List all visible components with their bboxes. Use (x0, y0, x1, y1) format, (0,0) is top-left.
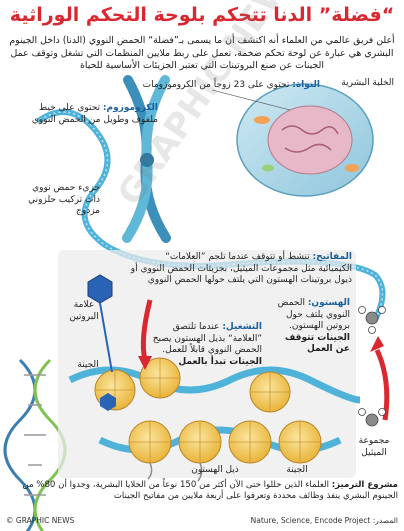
label-switches-head: المفاتيح: (312, 252, 353, 262)
label-methyl-group: مجموعة الميثيل (358, 436, 390, 458)
histone-tail (197, 462, 203, 482)
label-chromosome-head: الكروموزوم: (102, 103, 158, 113)
histone (178, 420, 222, 464)
methyl-group-icon (358, 306, 386, 427)
label-switch-on-text: عندما تلتصق ”العلامة“ بذيل الهستون يصبح … (152, 322, 262, 355)
label-dna-molecule: جزيء حمض نووي ذات تركيب حلزوني مزدوج (28, 183, 100, 216)
histone (139, 357, 181, 399)
source-line: المصدر: Nature, Science, Encode Project (250, 516, 398, 525)
histone (128, 420, 172, 464)
label-histone-text: الحمض النووي يلتف حول بروتين الهستون. (277, 298, 350, 331)
human-cell (236, 83, 374, 197)
label-nucleus-head: النواة: (292, 80, 320, 90)
protein-tag-icon (87, 274, 113, 304)
credit: © GRAPHIC NEWS (6, 516, 75, 525)
label-switches-text: تنشط أو تتوقف عندما تلجم ”العلامات“ الكي… (130, 252, 352, 285)
label-histone-head: الهستون: (307, 298, 350, 308)
footer-text: العلماء الذين حللوا حتى الآن أكثر من 150… (22, 480, 398, 501)
switch-off-arrow (374, 348, 390, 421)
label-nucleus-text: تحتوي على 23 زوجاً من الكروموزومات (142, 80, 290, 90)
footer-note: مشروع الترميز: العلماء الذين حللوا حتى ا… (6, 480, 398, 502)
chromosome (122, 75, 171, 243)
label-chromosome-text: تحتوي على خيط ملفوف وطويل من الحمض النوو… (31, 103, 158, 125)
histone (228, 420, 272, 464)
histone (278, 420, 322, 464)
label-gene-bottom: الجينة (286, 465, 308, 475)
label-switch-on: التشغيل: عندما تلتصق ”العلامة“ بذيل الهس… (150, 322, 262, 368)
label-human-cell: الخلية البشرية (341, 78, 394, 88)
label-chromosome: الكروموزوم: تحتوي على خيط ملفوف وطويل من… (18, 103, 158, 126)
page-title: “فضلة” الدنا تتحكم بلوحة التحكم الوراثية (9, 4, 395, 26)
label-genes-on: الجينات تبدأ بالعمل (178, 356, 262, 367)
label-switches: المفاتيح: تنشط أو تتوقف عندما تلجم ”العل… (130, 252, 352, 287)
histone (249, 371, 291, 413)
label-gene: الجينة (77, 360, 99, 370)
switch-on-arrow (140, 299, 153, 361)
label-histone-tail: ذيل الهستون (191, 465, 239, 475)
label-histone: الهستون: الحمض النووي يلتف حول بروتين ال… (268, 298, 350, 356)
label-switch-on-head: التشغيل: (222, 322, 262, 332)
label-protein-tag: علامة البروتين (69, 300, 99, 322)
label-nucleus: النواة: تحتوي على 23 زوجاً من الكروموزوم… (120, 80, 320, 92)
footer-head: مشروع الترميز: (331, 480, 398, 490)
intro-paragraph: أعلن فريق عالمي من العلماء أنه اكتشف أن … (9, 35, 395, 71)
label-genes-off: الجينات تتوقف عن العمل (284, 332, 350, 355)
